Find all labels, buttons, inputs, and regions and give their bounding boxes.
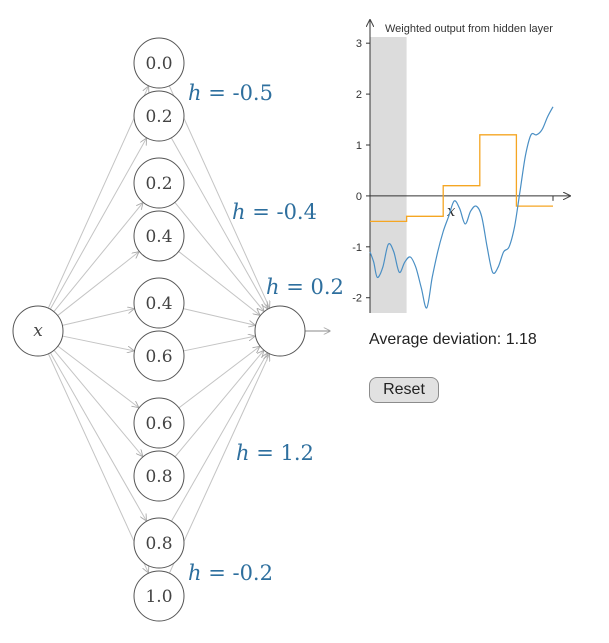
hidden-node-label: 0.8 bbox=[145, 534, 172, 554]
h-value: = 1.2 bbox=[250, 441, 314, 465]
hidden-layer: 0.0 0.2 0.2 0.4 0.4 0.6 0.6 0.8 0.8 1.0 bbox=[133, 37, 185, 622]
chart-y-tick-label: -1 bbox=[352, 242, 362, 254]
chart-series bbox=[369, 106, 554, 309]
network-edges bbox=[47, 85, 269, 574]
hidden-node-label: 0.8 bbox=[145, 467, 172, 487]
h-symbol: h bbox=[188, 561, 202, 585]
pair-height-label-2: h = 0.2 bbox=[266, 275, 344, 299]
chart-y-tick-label: -2 bbox=[352, 293, 362, 305]
hidden-node-0: 0.0 bbox=[133, 37, 185, 89]
hidden-node-8: 0.8 bbox=[133, 517, 185, 569]
edge-input-hidden-1 bbox=[49, 139, 146, 310]
hidden-node-2: 0.2 bbox=[133, 157, 185, 209]
pair-height-labels: h = -0.5h = -0.4h = 0.2h = 1.2h = -0.2 bbox=[188, 81, 344, 585]
h-value: = -0.5 bbox=[202, 81, 273, 105]
h-symbol: h bbox=[236, 441, 250, 465]
hidden-node-4: 0.4 bbox=[133, 277, 185, 329]
pair-height-label-0: h = -0.5 bbox=[188, 81, 273, 105]
edge-input-hidden-4 bbox=[62, 309, 133, 326]
hidden-node-label: 0.4 bbox=[145, 294, 172, 314]
hidden-node-5: 0.6 bbox=[133, 330, 185, 382]
h-value: = 0.2 bbox=[280, 275, 344, 299]
pair-height-label-3: h = 1.2 bbox=[236, 441, 314, 465]
hidden-node-label: 0.4 bbox=[145, 227, 172, 247]
hidden-node-label: 0.6 bbox=[145, 414, 172, 434]
hidden-node-label: 0.2 bbox=[145, 174, 172, 194]
edge-input-hidden-9 bbox=[47, 353, 148, 573]
h-symbol: h bbox=[232, 200, 246, 224]
chart-y-tick-label: 0 bbox=[356, 191, 362, 203]
chart-series-step bbox=[370, 134, 553, 223]
hidden-node-label: 0.0 bbox=[145, 54, 172, 74]
edge-hidden-output-8 bbox=[170, 354, 267, 522]
chart-x-label: x bbox=[447, 202, 456, 220]
chart-y-tick-label: 3 bbox=[356, 38, 362, 50]
input-node-label: x bbox=[33, 321, 43, 341]
h-symbol: h bbox=[266, 275, 280, 299]
pair-height-label-4: h = -0.2 bbox=[188, 561, 273, 585]
h-symbol: h bbox=[188, 81, 202, 105]
edge-input-hidden-5 bbox=[62, 335, 133, 351]
edge-input-hidden-6 bbox=[57, 345, 138, 407]
chart-series-curve bbox=[369, 106, 554, 309]
chart-y-axis: 3 2 1 0 -1 -2 bbox=[352, 20, 370, 313]
chart-y-tick-label: 1 bbox=[356, 140, 362, 152]
edge-hidden-output-3 bbox=[178, 251, 260, 315]
h-value: = -0.4 bbox=[246, 200, 317, 224]
hidden-node-label: 1.0 bbox=[145, 587, 172, 607]
h-value: = -0.2 bbox=[202, 561, 273, 585]
hidden-node-9: 1.0 bbox=[133, 570, 185, 622]
edge-input-hidden-7 bbox=[53, 349, 142, 456]
hidden-node-6: 0.6 bbox=[133, 397, 185, 449]
hidden-node-3: 0.4 bbox=[133, 210, 185, 262]
chart-y-tick-label: 2 bbox=[356, 89, 362, 101]
reset-button[interactable]: Reset bbox=[369, 377, 439, 403]
edge-input-hidden-0 bbox=[47, 87, 148, 309]
edge-input-hidden-3 bbox=[57, 252, 139, 316]
edge-input-hidden-8 bbox=[49, 352, 146, 521]
output-node bbox=[254, 305, 306, 357]
pair-height-label-1: h = -0.4 bbox=[232, 200, 317, 224]
edge-hidden-output-9 bbox=[168, 355, 269, 574]
edge-input-hidden-2 bbox=[53, 203, 143, 312]
edge-hidden-output-2 bbox=[174, 202, 264, 311]
edge-hidden-output-5 bbox=[183, 336, 254, 352]
hidden-node-7: 0.8 bbox=[133, 450, 185, 502]
edge-hidden-output-4 bbox=[183, 308, 254, 326]
edge-hidden-output-7 bbox=[174, 351, 263, 458]
edge-hidden-output-6 bbox=[178, 347, 259, 409]
input-node: x bbox=[12, 305, 64, 357]
weighted-output-chart: 3 2 1 0 -1 -2 x Weighted output from hidden l… bbox=[352, 20, 570, 313]
average-deviation-text: Average deviation: 1.18 bbox=[369, 331, 537, 348]
hidden-node-label: 0.6 bbox=[145, 347, 172, 367]
hidden-node-label: 0.2 bbox=[145, 107, 172, 127]
edge-hidden-output-0 bbox=[168, 85, 269, 308]
edge-hidden-output-1 bbox=[170, 137, 267, 309]
chart-title: Weighted output from hidden layer bbox=[385, 23, 553, 35]
chart-shaded-region bbox=[370, 37, 407, 313]
hidden-node-1: 0.2 bbox=[133, 90, 185, 142]
